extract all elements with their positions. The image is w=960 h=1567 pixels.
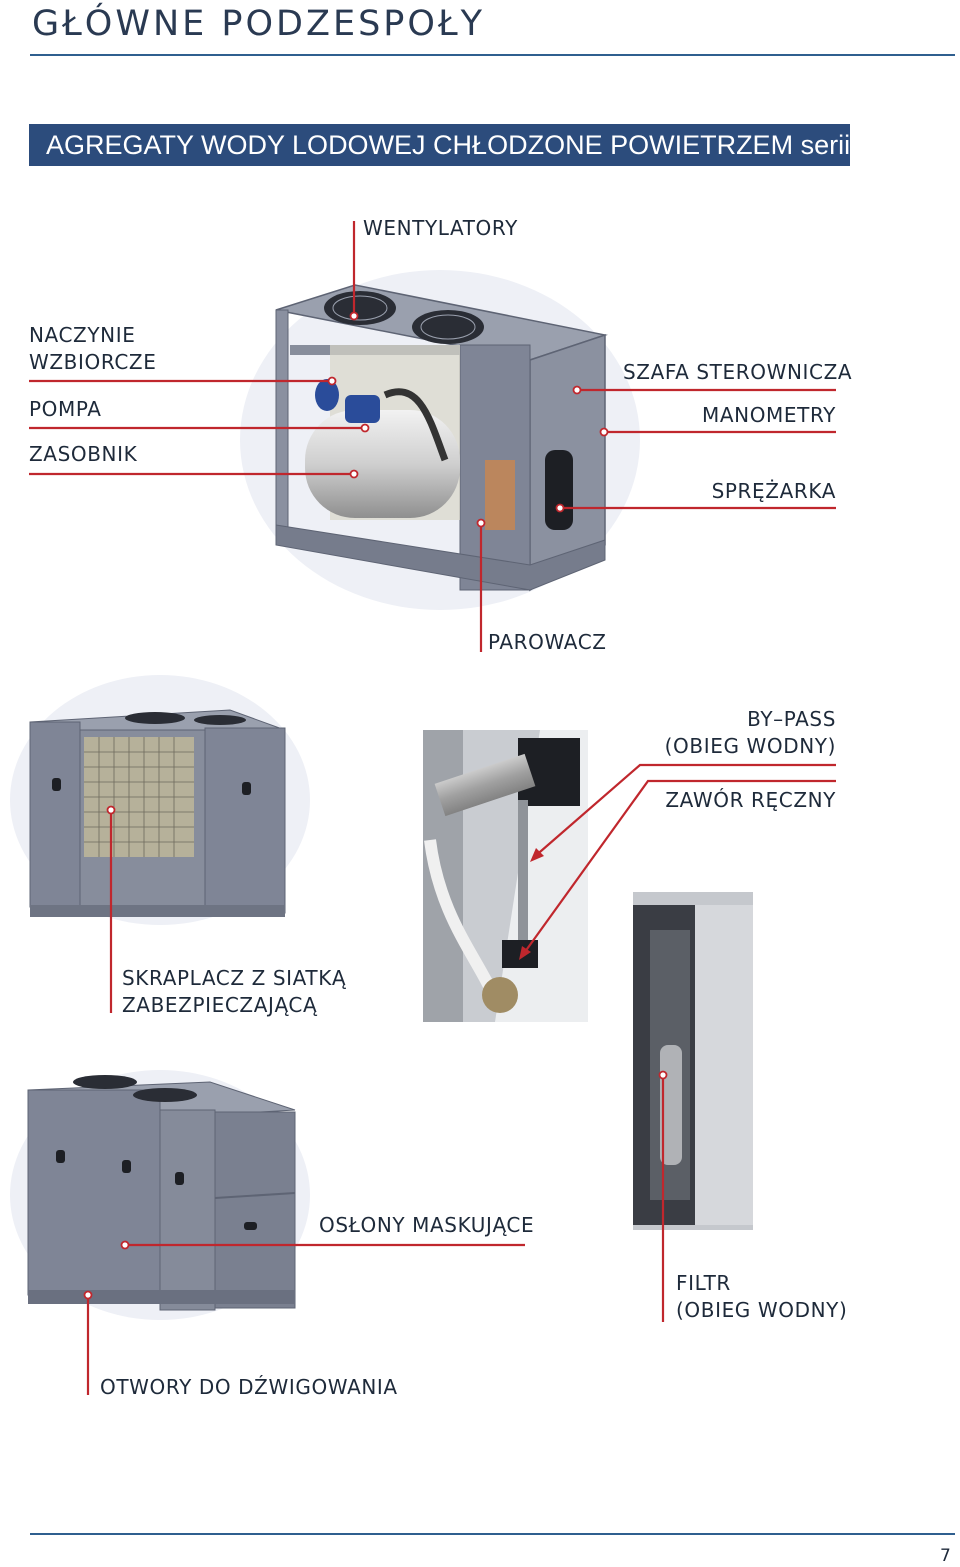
label-bypass-line1: BY–PASS [747, 707, 836, 731]
unit-internal-illustration [240, 270, 640, 610]
label-naczynie-line1: NACZYNIE [29, 323, 136, 347]
label-skraplacz-line2: ZABEZPIECZAJĄCĄ [122, 993, 318, 1017]
label-filtr-line1: FILTR [676, 1271, 731, 1295]
label-zasobnik: ZASOBNIK [29, 442, 138, 466]
label-otwory: OTWORY DO DŹWIGOWANIA [100, 1375, 398, 1399]
series-banner-text: AGREGATY WODY LODOWEJ CHŁODZONE POWIETRZ… [46, 130, 911, 160]
unit-condenser-illustration [10, 675, 310, 925]
label-naczynie-line2: WZBIORCZE [29, 350, 157, 374]
header-rule [30, 54, 955, 56]
bypass-photo [423, 730, 588, 1022]
page-title: GŁÓWNE PODZESPOŁY [32, 4, 485, 44]
filter-photo [633, 892, 753, 1230]
label-parowacz: PAROWACZ [488, 630, 607, 654]
series-banner: AGREGATY WODY LODOWEJ CHŁODZONE POWIETRZ… [29, 124, 910, 166]
label-pompa: POMPA [29, 397, 102, 421]
label-oslony: OSŁONY MASKUJĄCE [319, 1213, 535, 1237]
label-zawor: ZAWÓR RĘCZNY [665, 788, 836, 812]
label-manometry: MANOMETRY [702, 403, 836, 427]
label-wentylatory: WENTYLATORY [363, 216, 518, 240]
footer-rule [30, 1533, 955, 1535]
label-filtr-line2: (OBIEG WODNY) [676, 1298, 848, 1322]
label-sprezarka: SPRĘŻARKA [711, 479, 836, 503]
label-skraplacz-line1: SKRAPLACZ Z SIATKĄ [122, 966, 347, 990]
label-szafa: SZAFA STEROWNICZA [623, 360, 853, 384]
page-number: 7 [940, 1546, 951, 1566]
label-bypass-line2: (OBIEG WODNY) [664, 734, 836, 758]
leader-lines [29, 221, 836, 1395]
unit-closed-illustration [10, 1070, 310, 1320]
